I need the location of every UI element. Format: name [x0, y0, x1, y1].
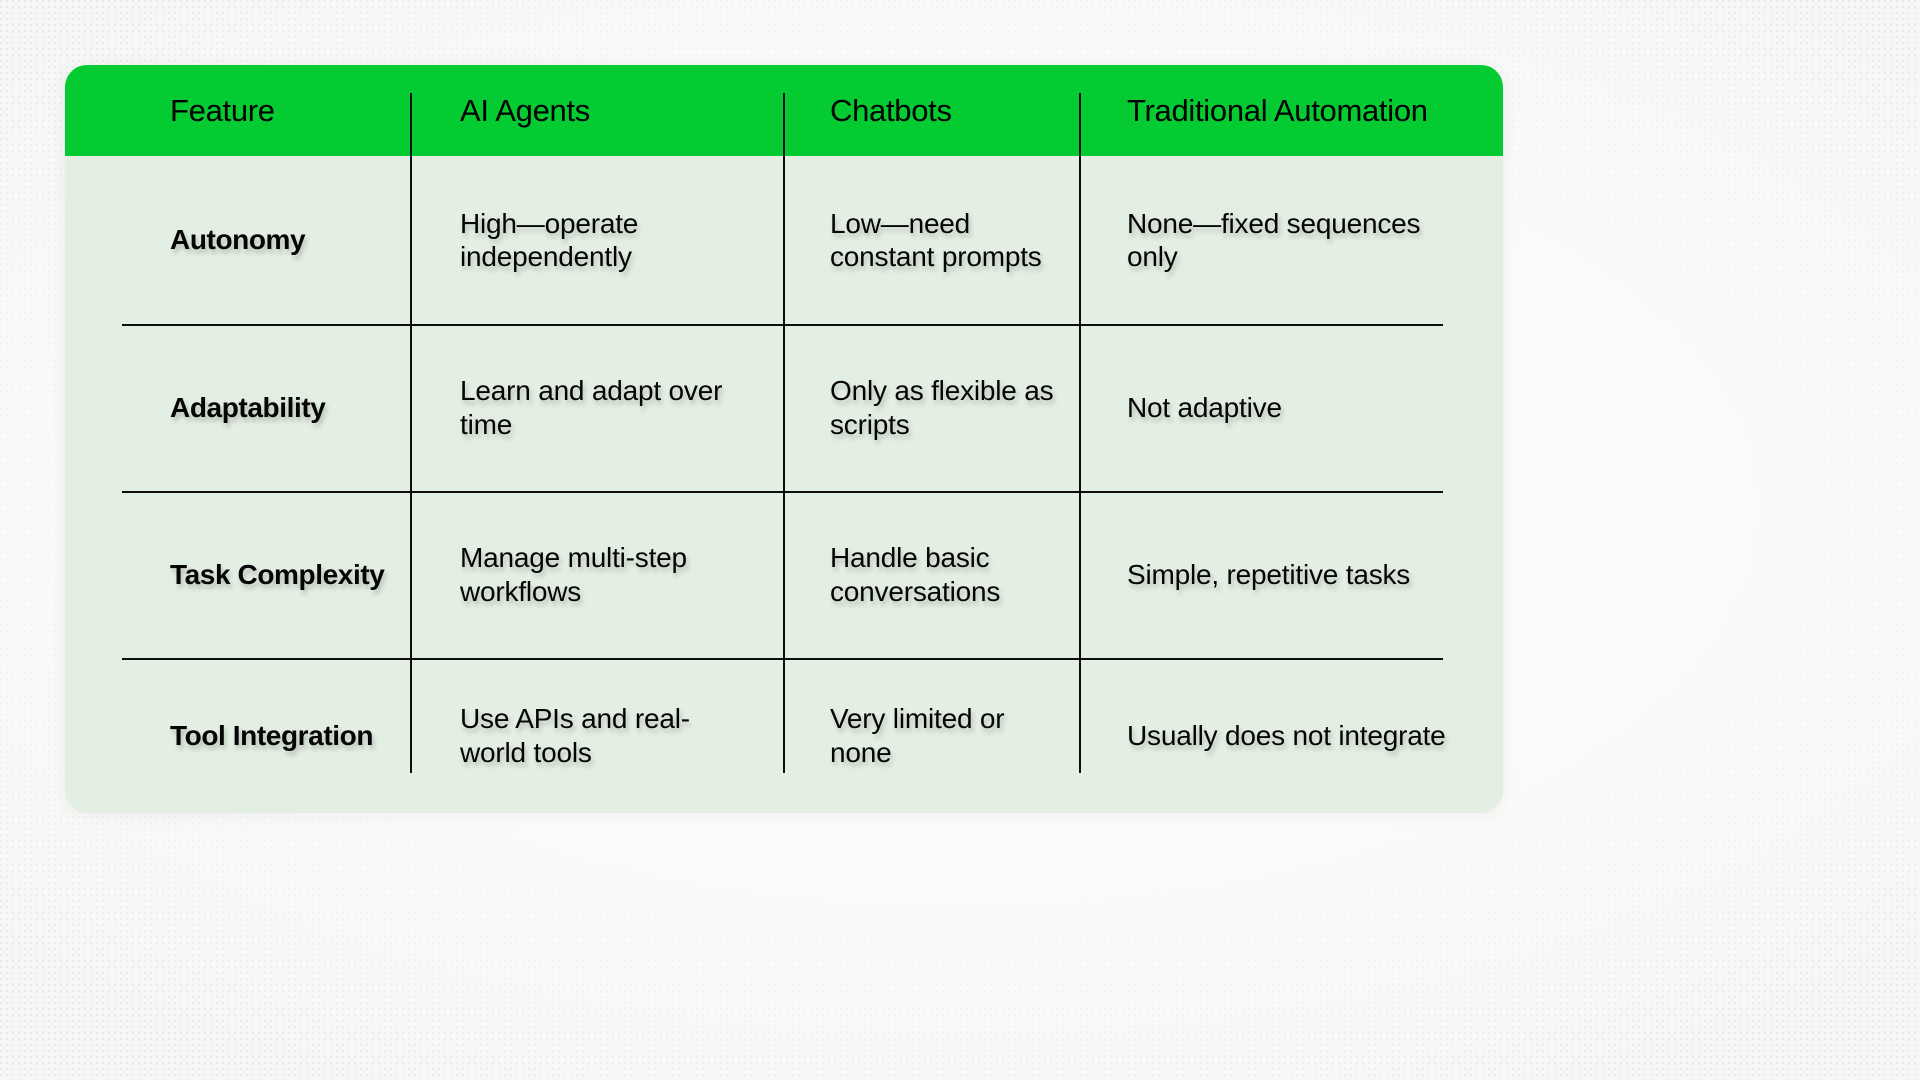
- cell-text: Only as flexible as scripts: [830, 375, 1054, 440]
- cell-text: Handle basic conversations: [830, 542, 1001, 607]
- cell-ai-agents: Use APIs and real-world tools: [410, 658, 783, 813]
- cell-text: Not adaptive: [1127, 391, 1282, 423]
- cell-text: Manage multi-step workflows: [460, 542, 687, 607]
- column-header-feature: Feature: [65, 65, 410, 156]
- row-feature-label: Tool Integration: [65, 658, 410, 813]
- row-feature-label: Adaptability: [65, 324, 410, 491]
- cell-traditional-automation: None—fixed sequences only: [1079, 156, 1503, 324]
- table-row: Task Complexity Manage multi-step workfl…: [65, 491, 1503, 658]
- cell-chatbots: Low—need constant prompts: [783, 156, 1079, 324]
- cell-traditional-automation: Usually does not integrate: [1079, 658, 1503, 813]
- cell-text: High—operate independently: [460, 207, 639, 272]
- table-row: Adaptability Learn and adapt over time O…: [65, 324, 1503, 491]
- cell-chatbots: Handle basic conversations: [783, 491, 1079, 658]
- row-divider: [122, 658, 1443, 660]
- table-row: Autonomy High—operate independently Low—…: [65, 156, 1503, 324]
- column-header-ai-agents: AI Agents: [410, 65, 783, 156]
- cell-text: Autonomy: [170, 224, 306, 256]
- column-header-label: Feature: [170, 92, 275, 128]
- cell-text: Task Complexity: [170, 558, 385, 590]
- row-feature-label: Task Complexity: [65, 491, 410, 658]
- comparison-table: Feature AI Agents Chatbots Traditional A…: [65, 65, 1503, 813]
- column-header-label: AI Agents: [460, 92, 591, 128]
- row-feature-label: Autonomy: [65, 156, 410, 324]
- cell-text: Low—need constant prompts: [830, 207, 1042, 272]
- table-row: Tool Integration Use APIs and real-world…: [65, 658, 1503, 813]
- row-divider: [122, 491, 1443, 493]
- column-header-chatbots: Chatbots: [783, 65, 1079, 156]
- comparison-table-card: Feature AI Agents Chatbots Traditional A…: [65, 65, 1503, 813]
- column-header-label: Chatbots: [830, 92, 952, 128]
- column-header-traditional-automation: Traditional Automation: [1079, 65, 1503, 156]
- row-divider: [122, 324, 1443, 326]
- cell-ai-agents: Learn and adapt over time: [410, 324, 783, 491]
- cell-text: Learn and adapt over time: [460, 375, 723, 440]
- column-header-label: Traditional Automation: [1127, 92, 1428, 128]
- cell-text: Tool Integration: [170, 719, 374, 751]
- cell-text: Usually does not integrate: [1127, 719, 1446, 751]
- cell-traditional-automation: Simple, repetitive tasks: [1079, 491, 1503, 658]
- cell-chatbots: Very limited or none: [783, 658, 1079, 813]
- table-header-row: Feature AI Agents Chatbots Traditional A…: [65, 65, 1503, 156]
- cell-text: Very limited or none: [830, 703, 1005, 768]
- cell-ai-agents: Manage multi-step workflows: [410, 491, 783, 658]
- cell-ai-agents: High—operate independently: [410, 156, 783, 324]
- cell-text: Simple, repetitive tasks: [1127, 558, 1411, 590]
- cell-text: None—fixed sequences only: [1127, 207, 1421, 272]
- cell-text: Adaptability: [170, 391, 326, 423]
- cell-chatbots: Only as flexible as scripts: [783, 324, 1079, 491]
- cell-text: Use APIs and real-world tools: [460, 703, 690, 768]
- cell-traditional-automation: Not adaptive: [1079, 324, 1503, 491]
